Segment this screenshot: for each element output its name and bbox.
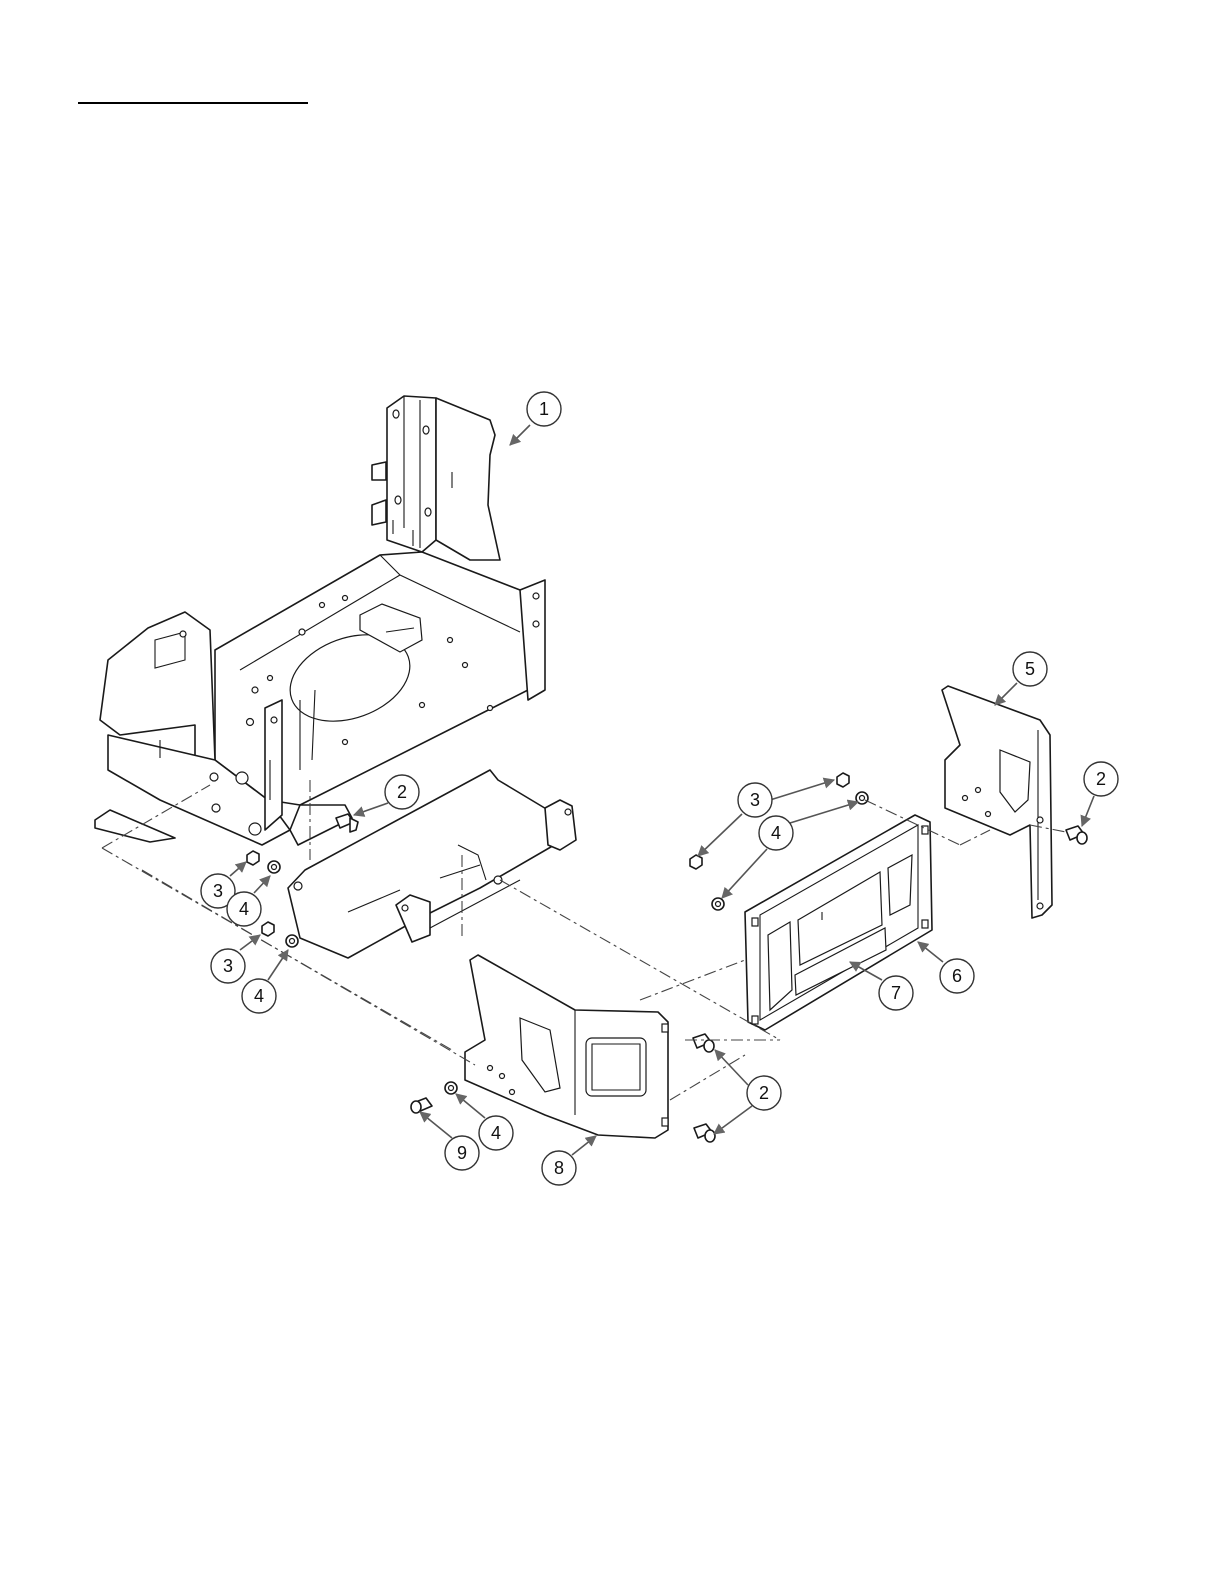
svg-text:2: 2 [759, 1083, 769, 1103]
callout-balloon: 4 [242, 979, 276, 1013]
callout-balloon: 7 [879, 976, 913, 1010]
callout-balloon: 3 [738, 783, 772, 817]
callout-balloon: 9 [445, 1136, 479, 1170]
svg-text:5: 5 [1025, 659, 1035, 679]
callout-balloon: 2 [385, 775, 419, 809]
callout-balloon: 2 [747, 1076, 781, 1110]
svg-text:7: 7 [891, 983, 901, 1003]
callout-balloon: 4 [479, 1116, 513, 1150]
svg-text:4: 4 [254, 986, 264, 1006]
part-8-side-plate [465, 955, 668, 1138]
callout-balloon: 4 [227, 892, 261, 926]
svg-text:2: 2 [1096, 769, 1106, 789]
part-1-shield [288, 770, 576, 958]
svg-text:4: 4 [239, 899, 249, 919]
callout-balloon: 6 [940, 959, 974, 993]
callout-balloon: 2 [1084, 762, 1118, 796]
svg-text:9: 9 [457, 1143, 467, 1163]
callout-balloon: 1 [527, 392, 561, 426]
svg-text:6: 6 [952, 966, 962, 986]
svg-text:3: 3 [750, 790, 760, 810]
svg-text:4: 4 [771, 823, 781, 843]
svg-text:3: 3 [223, 956, 233, 976]
svg-text:4: 4 [491, 1123, 501, 1143]
svg-text:1: 1 [539, 399, 549, 419]
svg-text:2: 2 [397, 782, 407, 802]
svg-text:8: 8 [554, 1158, 564, 1178]
callout-balloon: 8 [542, 1151, 576, 1185]
part-5-side-plate [942, 686, 1052, 918]
callout-balloon: 3 [211, 949, 245, 983]
callout-balloon: 5 [1013, 652, 1047, 686]
svg-text:3: 3 [213, 881, 223, 901]
callout-balloon: 4 [759, 816, 793, 850]
